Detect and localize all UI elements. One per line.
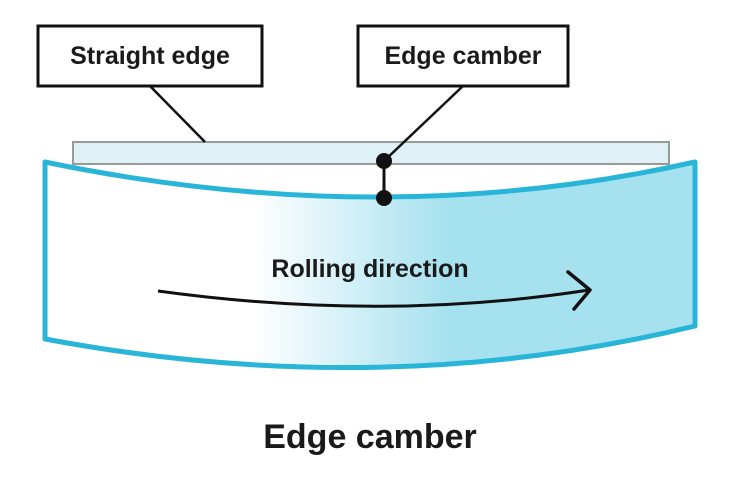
straight-edge-callout-label: Straight edge <box>70 42 230 70</box>
rolling-direction-label: Rolling direction <box>271 255 468 283</box>
edge-camber-leader <box>383 85 464 162</box>
straight-edge-callout: Straight edge <box>36 24 264 88</box>
edge-camber-callout: Edge camber <box>356 24 570 88</box>
edge-camber-callout-box <box>356 24 570 88</box>
straight-edge-leader <box>149 85 206 143</box>
straight-edge-callout-box <box>36 24 264 88</box>
straight-edge-bar <box>72 141 670 165</box>
cambered-strip <box>42 159 698 371</box>
rolling-direction-arrow <box>157 288 590 308</box>
rolling-direction-arrowhead <box>566 270 592 311</box>
diagram-caption: Edge camber <box>263 418 477 456</box>
camber-bottom-dot <box>376 190 392 206</box>
edge-camber-callout-label: Edge camber <box>384 42 541 70</box>
